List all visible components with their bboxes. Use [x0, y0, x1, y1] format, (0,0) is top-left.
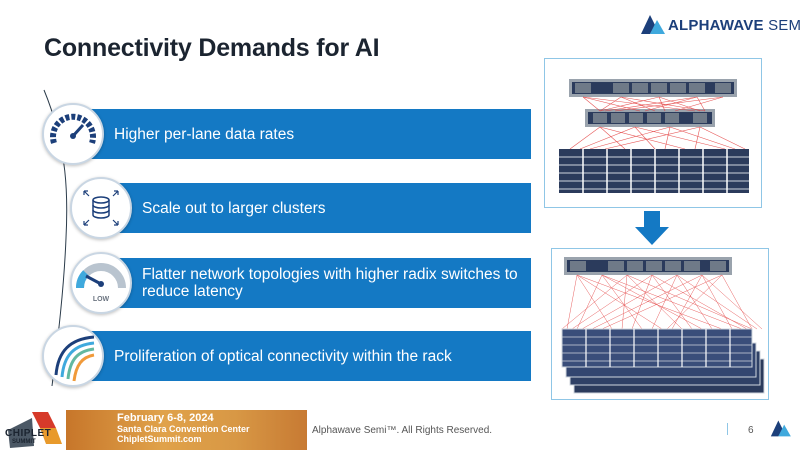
chiplet-summit-logo-icon: [8, 412, 62, 448]
page-title: Connectivity Demands for AI: [44, 34, 380, 62]
event-banner: [66, 410, 307, 450]
alphawave-small-logo-icon: [770, 420, 791, 437]
item-label: Higher per-lane data rates: [114, 125, 295, 143]
alphawave-logo-icon: [641, 15, 665, 34]
item-label: Scale out to larger clusters: [142, 199, 326, 217]
network-diagram-after: [551, 248, 769, 400]
summit-logo-text: SUMMIT: [12, 439, 36, 445]
gauge-low-label: LOW: [93, 296, 110, 303]
chiplet-logo-text: CHIPLET: [5, 428, 52, 439]
brand-name-main: ALPHAWAVE: [668, 17, 764, 34]
event-venue: Santa Clara Convention Center: [117, 424, 250, 434]
footer-separator: [727, 423, 728, 435]
optical-fiber-icon: [42, 325, 104, 387]
event-site: ChipletSummit.com: [117, 434, 202, 444]
item-label: Flatter network topologies with higher r…: [142, 266, 518, 300]
database-scale-icon: [70, 177, 132, 239]
page-number: 6: [748, 425, 754, 436]
list-item-optical: Proliferation of optical connectivity wi…: [86, 331, 531, 381]
event-dates: February 6-8, 2024: [117, 412, 214, 424]
list-item-scale-out: Scale out to larger clusters: [112, 183, 531, 233]
list-item-flatter-topologies: Flatter network topologies with higher r…: [112, 258, 531, 308]
brand-name-suffix: SEMI: [768, 17, 800, 34]
arrow-down-icon: [635, 211, 669, 245]
network-diagram-before: [544, 58, 762, 208]
copyright-text: Alphawave Semi™. All Rights Reserved.: [312, 425, 493, 436]
item-label: Proliferation of optical connectivity wi…: [114, 347, 452, 365]
list-item-data-rates: Higher per-lane data rates: [86, 109, 531, 159]
event-banner-text: February 6-8, 2024 Santa Clara Conventio…: [117, 412, 250, 444]
brand-name: ALPHAWAVE SEMI: [668, 17, 800, 34]
speedometer-icon: [42, 103, 104, 165]
latency-gauge-icon: LOW: [70, 252, 132, 314]
